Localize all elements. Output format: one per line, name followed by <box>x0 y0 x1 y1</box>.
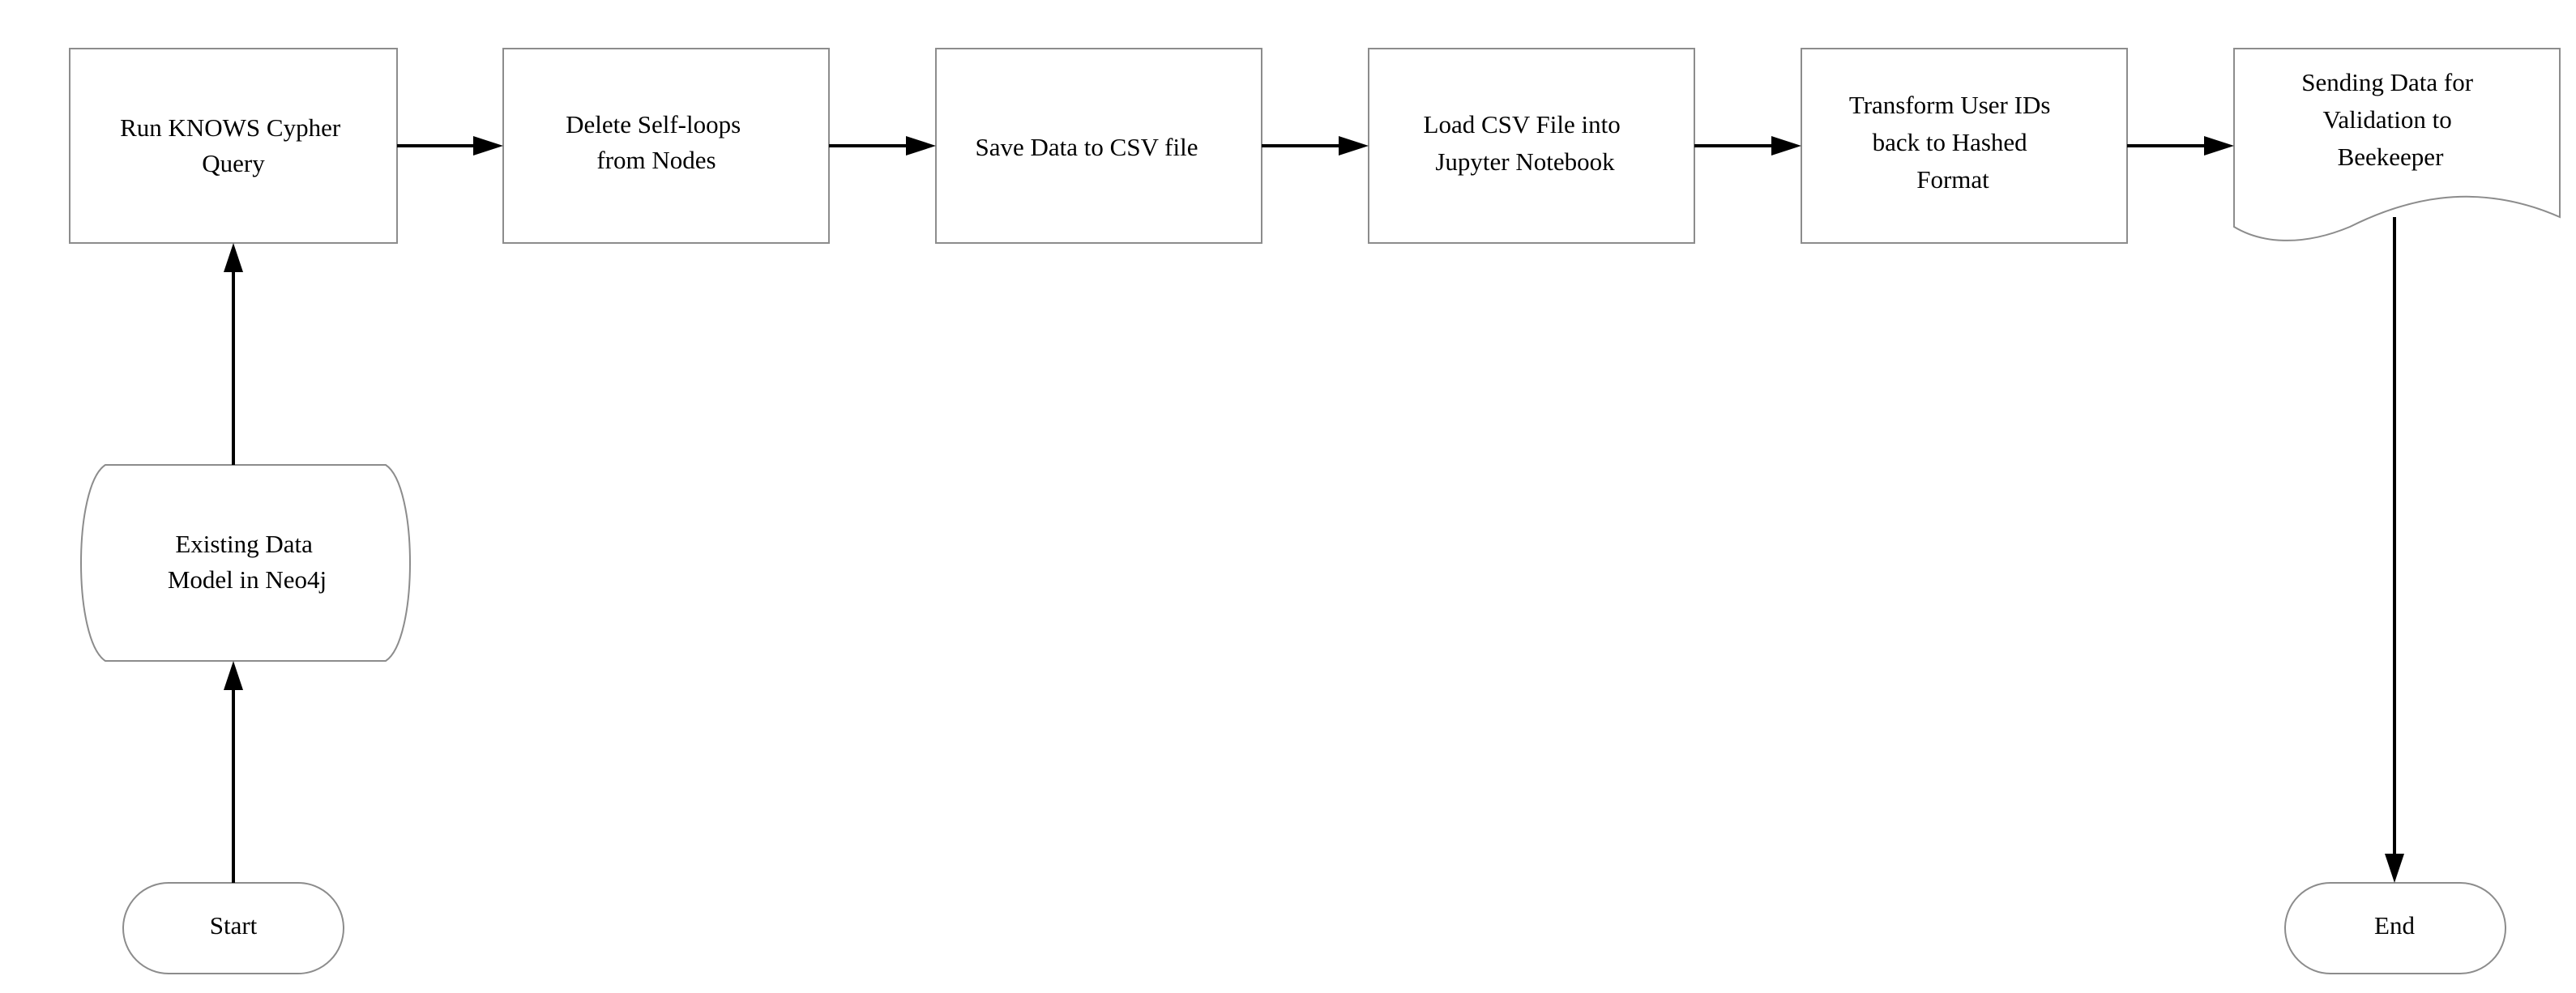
delete-self-loops-label: Delete Self-loops from Nodes <box>566 110 747 174</box>
existing-data-model-line-2: Model in Neo4j <box>168 565 327 594</box>
transform-ids-node: Transform User IDs back to Hashed Format <box>1801 48 2128 244</box>
load-csv-line-2: Jupyter Notebook <box>1435 147 1615 176</box>
end-node: End <box>2284 882 2506 974</box>
connector-send-to-end <box>2385 217 2404 883</box>
transform-ids-label: Transform User IDs back to Hashed Format <box>1849 91 2057 194</box>
existing-data-model-label: Existing Data Model in Neo4j <box>168 530 327 594</box>
connector-save-to-load <box>1262 136 1369 156</box>
existing-data-model-line-1: Existing Data <box>175 530 313 558</box>
delete-self-loops-node: Delete Self-loops from Nodes <box>502 48 830 244</box>
send-validation-node: Sending Data for Validation to Beekeeper <box>2233 48 2561 241</box>
send-validation-line-2: Validation to <box>2322 105 2451 134</box>
send-validation-label: Sending Data for Validation to Beekeeper <box>2301 68 2480 171</box>
run-query-line-1: Run KNOWS Cypher <box>120 113 341 142</box>
delete-self-loops-line-1: Delete Self-loops <box>566 110 741 139</box>
load-csv-line-1: Load CSV File into <box>1424 110 1621 139</box>
start-node: Start <box>122 882 344 974</box>
send-validation-line-3: Beekeeper <box>2338 143 2444 171</box>
run-query-line-2: Query <box>202 149 265 177</box>
transform-ids-line-1: Transform User IDs <box>1849 91 2051 119</box>
connector-delete-to-save <box>829 136 936 156</box>
start-label: Start <box>210 911 258 940</box>
end-label: End <box>2374 911 2415 940</box>
save-csv-line-1: Save Data to CSV file <box>976 133 1198 161</box>
send-validation-line-1: Sending Data for <box>2301 68 2473 96</box>
run-query-node: Run KNOWS Cypher Query <box>69 48 398 244</box>
connector-data-model-to-query <box>224 243 243 465</box>
save-csv-label: Save Data to CSV file <box>976 133 1198 161</box>
connector-start-to-data-model <box>224 661 243 883</box>
connector-load-to-transform <box>1694 136 1801 156</box>
transform-ids-line-2: back to Hashed <box>1873 128 2028 156</box>
run-query-label: Run KNOWS Cypher Query <box>120 113 347 177</box>
connector-transform-to-send <box>2127 136 2234 156</box>
load-csv-node: Load CSV File into Jupyter Notebook <box>1368 48 1695 244</box>
transform-ids-line-3: Format <box>1916 165 1989 194</box>
load-csv-label: Load CSV File into Jupyter Notebook <box>1424 110 1627 176</box>
save-csv-node: Save Data to CSV file <box>935 48 1262 244</box>
connector-query-to-delete <box>397 136 503 156</box>
delete-self-loops-line-2: from Nodes <box>596 146 716 174</box>
existing-data-model-node: Existing Data Model in Neo4j <box>80 464 411 662</box>
